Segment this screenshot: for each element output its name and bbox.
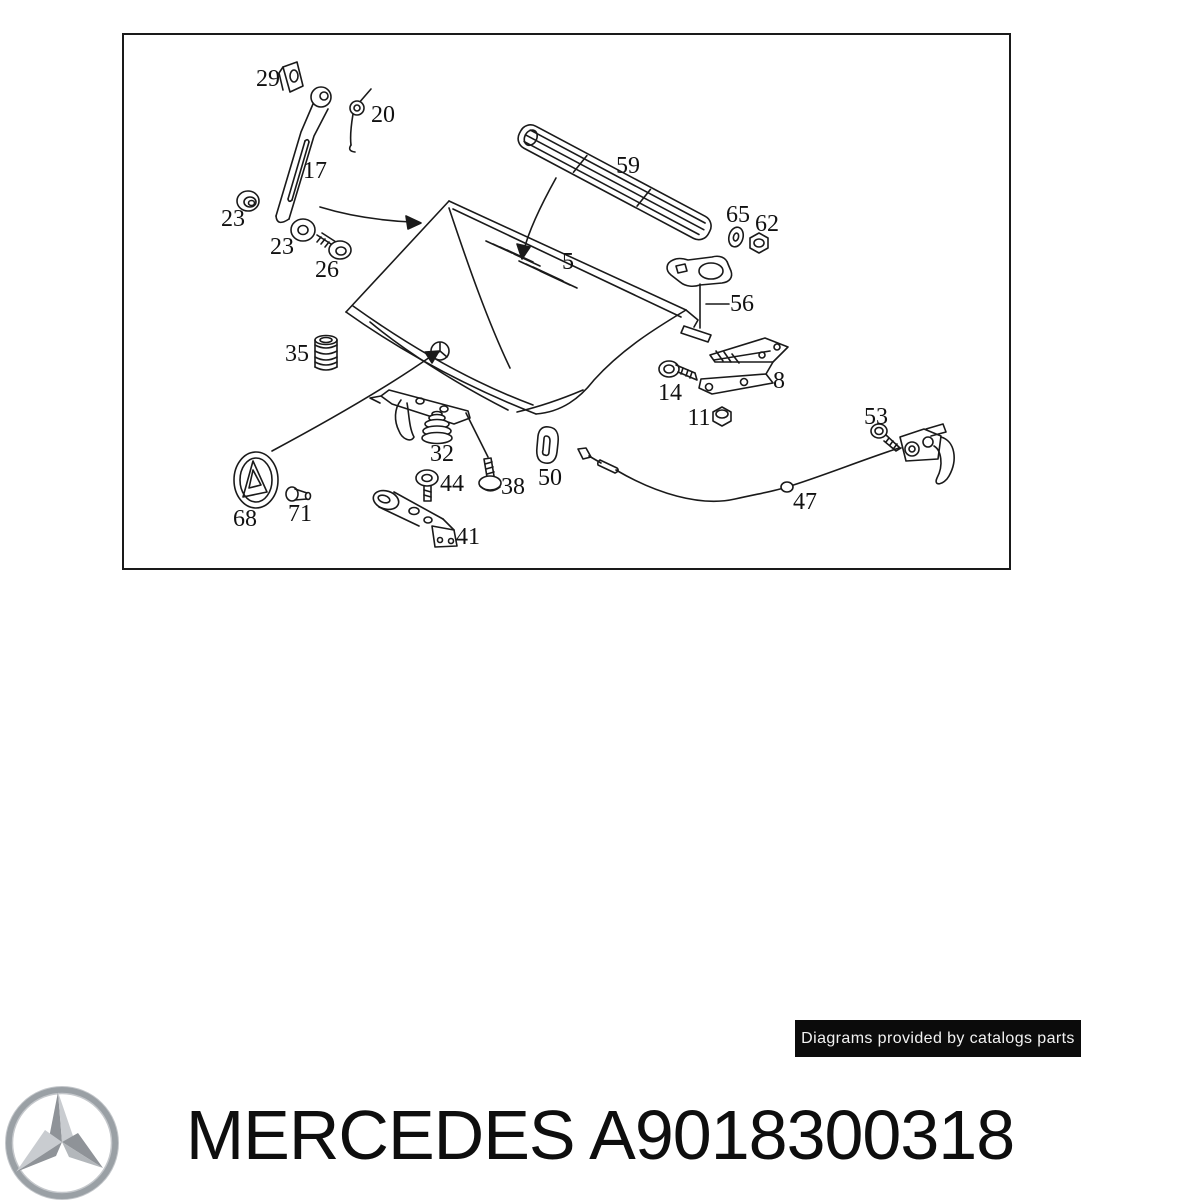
part-71-rivet <box>285 486 312 502</box>
part-label-20: 20 <box>371 102 395 128</box>
part-23-washer <box>290 218 316 242</box>
part-label-14: 14 <box>658 380 682 406</box>
part-65-washer <box>727 226 745 248</box>
part-label-23b: 23 <box>270 234 294 260</box>
part-17-hood-stay <box>275 86 332 224</box>
part-label-47: 47 <box>793 489 817 515</box>
part-label-59: 59 <box>616 153 640 179</box>
part-label-44: 44 <box>440 471 464 497</box>
part-label-41: 41 <box>456 524 480 550</box>
part-59-grille-strip <box>517 124 712 241</box>
part-label-56: 56 <box>730 291 754 317</box>
part-label-5: 5 <box>562 249 574 275</box>
part-44-bolt <box>415 469 439 502</box>
part-label-26: 26 <box>315 257 339 283</box>
part-label-23a: 23 <box>221 206 245 232</box>
part-label-68: 68 <box>233 506 257 532</box>
part-label-11: 11 <box>687 405 710 431</box>
part-8-hinge <box>698 337 789 395</box>
part-label-71: 71 <box>288 501 312 527</box>
part-14-bolt <box>658 360 698 381</box>
part-35-buffer <box>314 334 338 371</box>
part-41-lever <box>372 489 458 548</box>
part-62-nut <box>749 232 769 254</box>
part-29-clip <box>278 61 304 93</box>
part-label-35: 35 <box>285 341 309 367</box>
part-26-bolt <box>316 232 352 260</box>
part-label-8: 8 <box>773 368 785 394</box>
mercedes-star-icon <box>5 1086 119 1200</box>
part-label-17: 17 <box>303 158 327 184</box>
watermark-banner: Diagrams provided by catalogs parts <box>795 1020 1081 1057</box>
part-number-title: MERCEDES A9018300318 <box>185 1096 1015 1174</box>
part-label-53: 53 <box>864 404 888 430</box>
part-32-lock <box>369 389 489 458</box>
part-hood-panel <box>345 200 699 415</box>
part-38-bolt <box>478 457 502 492</box>
pointer-arrows <box>271 177 557 452</box>
mercedes-logo <box>5 1086 119 1200</box>
watermark-text: Diagrams provided by catalogs parts <box>801 1029 1075 1047</box>
part-label-62: 62 <box>755 211 779 237</box>
part-50-grommet <box>535 426 560 464</box>
part-68-badge <box>233 451 279 509</box>
part-label-38: 38 <box>501 474 525 500</box>
part-23-nut <box>236 190 260 212</box>
part-53-screw <box>870 423 902 452</box>
part-47-release-cable <box>577 423 955 503</box>
part-11-nut <box>712 406 732 427</box>
part-label-29: 29 <box>256 66 280 92</box>
part-label-50: 50 <box>538 465 562 491</box>
part-56-bracket <box>666 255 733 343</box>
part-label-32: 32 <box>430 441 454 467</box>
part-label-65: 65 <box>726 202 750 228</box>
part-20-pin <box>348 88 372 153</box>
